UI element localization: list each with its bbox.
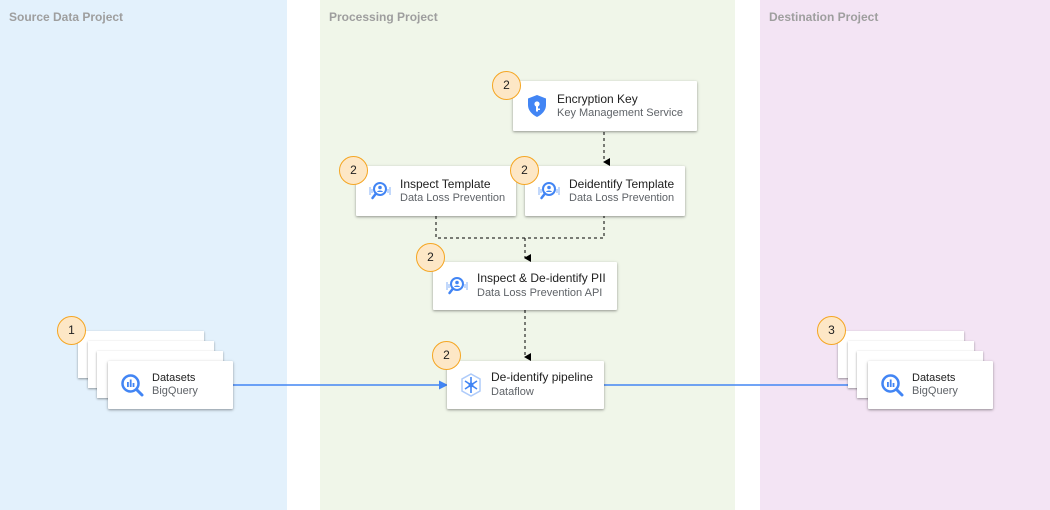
pipeline-card[interactable]: De-identify pipeline Dataflow bbox=[447, 361, 604, 409]
pipeline-subtitle: Dataflow bbox=[491, 386, 534, 398]
encryption-key-title: Encryption Key bbox=[557, 92, 638, 106]
deidentify-template-title: Deidentify Template bbox=[569, 177, 675, 191]
templates-merge-connector bbox=[435, 216, 605, 239]
destination-datasets-title: Datasets bbox=[912, 372, 956, 384]
source-datasets-card[interactable]: Datasets BigQuery bbox=[108, 361, 233, 409]
source-datasets-title: Datasets bbox=[152, 372, 196, 384]
encryption-key-card[interactable]: Encryption Key Key Management Service bbox=[513, 81, 697, 131]
dlp-icon bbox=[444, 273, 470, 299]
inspect-deidentify-subtitle: Data Loss Prevention API bbox=[477, 287, 603, 299]
destination-project-zone: Destination Project bbox=[760, 0, 1050, 510]
pipeline-title: De-identify pipeline bbox=[491, 370, 594, 384]
dlp-icon bbox=[367, 178, 393, 204]
step-badge: 3 bbox=[817, 316, 846, 345]
inspect-template-title: Inspect Template bbox=[400, 177, 491, 191]
dataflow-icon bbox=[458, 372, 484, 398]
shield-key-icon bbox=[524, 93, 550, 119]
step-badge: 2 bbox=[510, 156, 539, 185]
step-badge: 2 bbox=[432, 341, 461, 370]
inspect-deidentify-title: Inspect & De-identify PII bbox=[477, 271, 606, 285]
inspect-template-card[interactable]: Inspect Template Data Loss Prevention bbox=[356, 166, 516, 216]
dlp-icon bbox=[536, 178, 562, 204]
step-badge: 2 bbox=[416, 243, 445, 272]
inspect-deidentify-card[interactable]: Inspect & De-identify PII Data Loss Prev… bbox=[433, 262, 617, 310]
destination-datasets-card[interactable]: Datasets BigQuery bbox=[868, 361, 993, 409]
step-badge: 2 bbox=[339, 156, 368, 185]
bigquery-icon bbox=[119, 372, 145, 398]
inspect-template-subtitle: Data Loss Prevention bbox=[400, 192, 506, 204]
encryption-key-subtitle: Key Management Service bbox=[557, 107, 683, 119]
source-project-title: Source Data Project bbox=[9, 10, 124, 24]
destination-datasets-subtitle: BigQuery bbox=[912, 385, 958, 397]
processing-project-title: Processing Project bbox=[329, 10, 438, 24]
bigquery-icon bbox=[879, 372, 905, 398]
step-badge: 2 bbox=[492, 71, 521, 100]
source-project-zone: Source Data Project bbox=[0, 0, 287, 510]
step-badge: 1 bbox=[57, 316, 86, 345]
destination-project-title: Destination Project bbox=[769, 10, 879, 24]
deidentify-template-subtitle: Data Loss Prevention bbox=[569, 192, 675, 204]
source-datasets-subtitle: BigQuery bbox=[152, 385, 198, 397]
deidentify-template-card[interactable]: Deidentify Template Data Loss Prevention bbox=[525, 166, 685, 216]
